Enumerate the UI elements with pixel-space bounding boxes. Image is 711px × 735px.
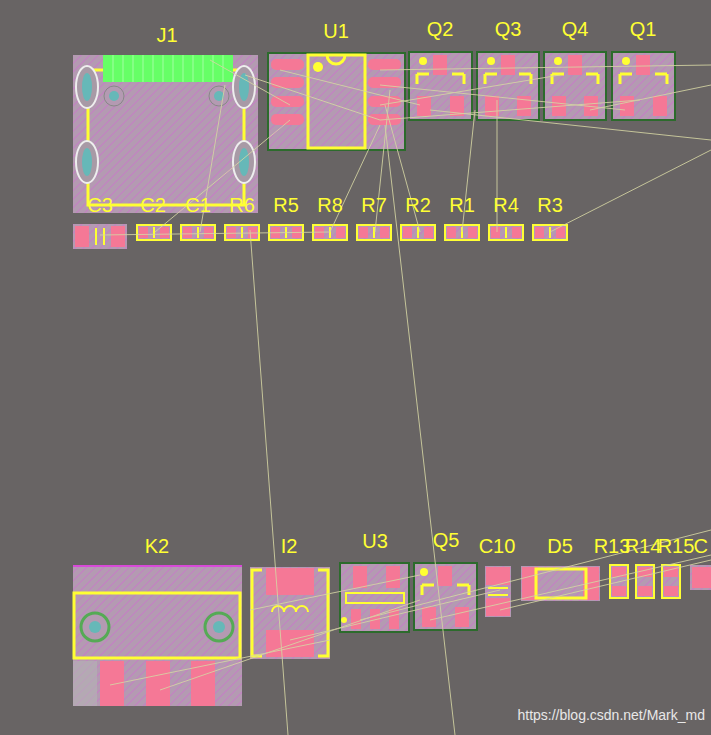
resistor-footprint	[401, 225, 435, 240]
designator: Q5	[433, 529, 460, 551]
pad	[336, 227, 345, 238]
pad	[491, 227, 500, 238]
pad	[447, 227, 456, 238]
ratsnest-lines	[100, 60, 711, 735]
designator: I2	[281, 535, 298, 557]
pad	[403, 227, 412, 238]
designator: J1	[156, 24, 177, 46]
designator: C	[694, 535, 708, 557]
resistor-footprint	[357, 225, 391, 240]
designator: C1	[185, 194, 211, 216]
designator: Q4	[562, 18, 589, 40]
silk-mark	[505, 227, 507, 238]
pad	[468, 227, 477, 238]
usb-connector	[73, 55, 258, 213]
silk-mark	[241, 227, 243, 238]
pad	[160, 227, 169, 238]
pad	[183, 227, 192, 238]
passive-footprints	[73, 224, 567, 249]
watermark: https://blog.csdn.net/Mark_md	[517, 707, 705, 723]
passive-footprints	[485, 565, 711, 617]
pad	[204, 227, 213, 238]
silk-mark	[549, 227, 551, 238]
pad	[380, 227, 389, 238]
silk-mark	[197, 227, 199, 238]
silk-mark	[153, 227, 155, 238]
resistor-footprint	[489, 225, 523, 240]
transistor-footprint	[409, 52, 675, 120]
designator: R3	[537, 194, 563, 216]
designator: R2	[405, 194, 431, 216]
designator: C2	[140, 194, 166, 216]
designator: C10	[479, 535, 516, 557]
resistor-footprint	[181, 225, 215, 240]
pad	[359, 227, 368, 238]
designator: R5	[273, 194, 299, 216]
pad	[424, 227, 433, 238]
pad	[535, 227, 544, 238]
resistor-footprint	[533, 225, 567, 240]
designator: R7	[361, 194, 387, 216]
silk-mark	[373, 227, 375, 238]
designator: U1	[323, 20, 349, 42]
pad	[139, 227, 148, 238]
designator: R4	[493, 194, 519, 216]
designator: R6	[229, 194, 255, 216]
designator: R8	[317, 194, 343, 216]
pad	[512, 227, 521, 238]
resistor-footprint	[445, 225, 479, 240]
designator: R14	[625, 535, 662, 557]
designator: K2	[145, 535, 169, 557]
designator: D5	[547, 535, 573, 557]
relay-footprint	[73, 565, 242, 706]
regulator-footprint	[340, 563, 409, 632]
transistor-footprint	[414, 563, 477, 630]
designator: R15	[658, 535, 695, 557]
resistor-footprint	[137, 225, 171, 240]
designator: Q3	[495, 18, 522, 40]
ic-footprint	[268, 53, 405, 150]
designator: Q1	[630, 18, 657, 40]
pad	[227, 227, 236, 238]
designator: R1	[449, 194, 475, 216]
designator: U3	[362, 530, 388, 552]
designator: Q2	[427, 18, 454, 40]
designator: C3	[87, 194, 113, 216]
